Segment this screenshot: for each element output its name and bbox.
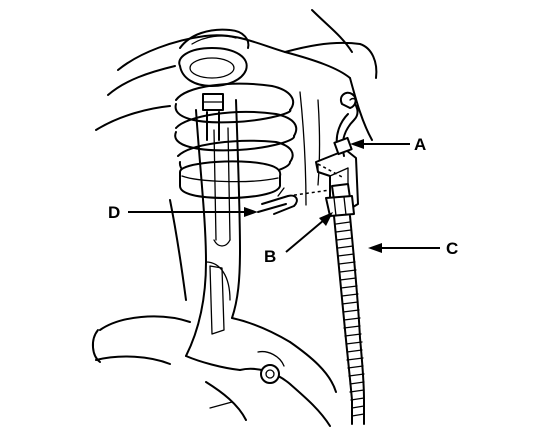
brake-hose (333, 215, 365, 425)
callout-label-b: B (264, 247, 276, 266)
callout-d-leader (128, 207, 258, 217)
strut-rod (202, 93, 224, 141)
coil-spring (174, 47, 298, 199)
strut-body (169, 99, 291, 371)
brake-hose-fitting (325, 183, 355, 217)
callout-c-leader (368, 243, 440, 253)
upper-strut-mount (95, 9, 378, 206)
callout-label-d: D (108, 203, 120, 222)
steering-knuckle (92, 315, 337, 427)
callout-b-leader (285, 212, 333, 253)
callout-label-c: C (446, 239, 458, 258)
callout-label-a: A (414, 135, 426, 154)
hose-retaining-clip (257, 163, 345, 215)
brake-line (333, 91, 359, 157)
callout-a-leader (350, 139, 410, 149)
